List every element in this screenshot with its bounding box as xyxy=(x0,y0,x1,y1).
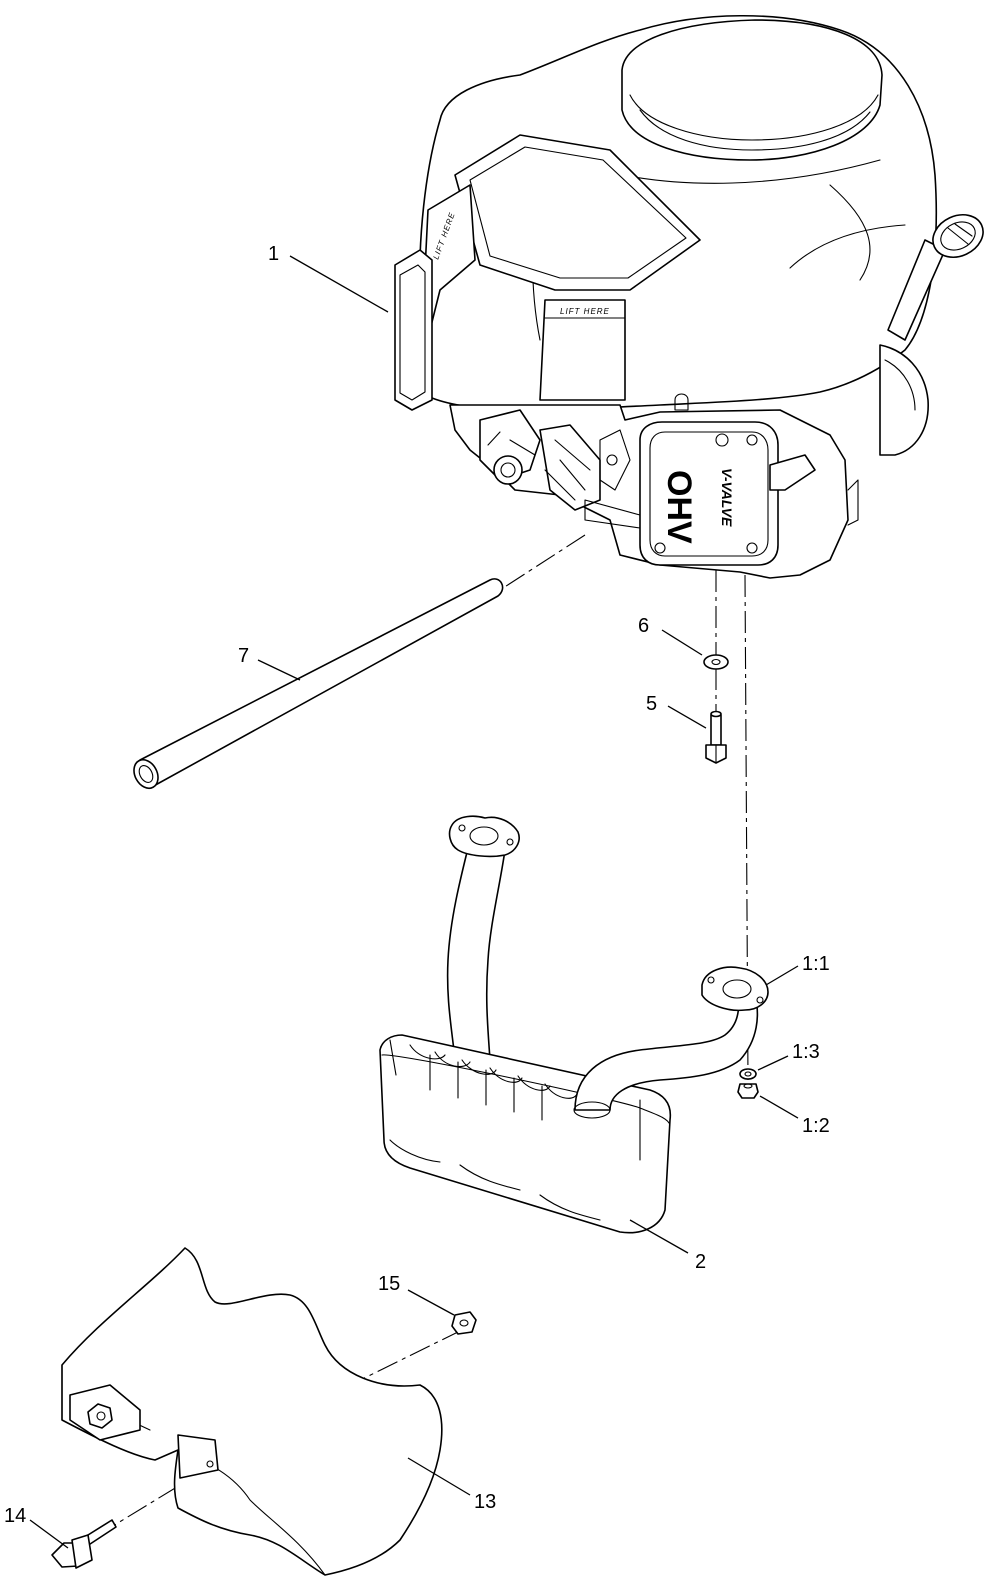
hex-bolt xyxy=(705,710,727,764)
exhaust-flange-left xyxy=(448,815,520,858)
callout-5: 5 xyxy=(646,693,657,715)
spark-plug-boot xyxy=(769,454,816,491)
leader-lines xyxy=(29,255,799,1549)
v-valve-decal: V-VALVE xyxy=(719,468,735,527)
callout-7: 7 xyxy=(238,645,249,667)
callout-14: 14 xyxy=(4,1505,26,1527)
crankshaft-extension-rod xyxy=(133,578,504,790)
heat-shield xyxy=(61,1247,443,1576)
engine-right-guard xyxy=(879,344,929,456)
callout-15: 15 xyxy=(378,1273,400,1295)
callout-labels: 1 7 6 5 1:1 1:3 1:2 2 15 13 14 xyxy=(4,243,830,1527)
callout-1-3: 1:3 xyxy=(792,1041,820,1063)
air-cleaner-dome xyxy=(621,19,883,161)
valve-cover: OHV V-VALVE xyxy=(639,421,779,566)
callout-13: 13 xyxy=(474,1491,496,1513)
dipstick-assembly xyxy=(887,214,984,341)
flange-nut xyxy=(451,1311,477,1335)
exhaust-pipe-right xyxy=(574,994,759,1111)
lock-washer xyxy=(739,1068,757,1080)
exhaust-flange-right xyxy=(701,966,769,1012)
lift-handle-front xyxy=(539,299,626,401)
alignment-line-exhaust xyxy=(744,574,749,1081)
washer xyxy=(703,654,729,670)
alignment-line-crankshaft xyxy=(499,534,586,591)
heat-shield-plate xyxy=(61,1247,443,1576)
lift-here-front-decal: LIFT HERE xyxy=(560,307,610,316)
carburetor-linkage xyxy=(479,409,641,529)
engine-assembly: LIFT HERE LIFT HERE xyxy=(394,14,984,579)
exhaust-pipe-left xyxy=(446,839,506,1061)
callout-6: 6 xyxy=(638,615,649,637)
hex-nut xyxy=(737,1083,759,1099)
engine-side-cover xyxy=(394,249,433,411)
ohv-decal: OHV xyxy=(660,470,698,544)
recoil-housing-panel xyxy=(454,134,701,291)
callout-1-2: 1:2 xyxy=(802,1115,830,1137)
muffler-assembly xyxy=(379,815,769,1234)
callout-1-1: 1:1 xyxy=(802,953,830,975)
callout-1: 1 xyxy=(268,243,279,265)
callout-2: 2 xyxy=(695,1251,706,1273)
flange-bolt xyxy=(51,1519,117,1569)
